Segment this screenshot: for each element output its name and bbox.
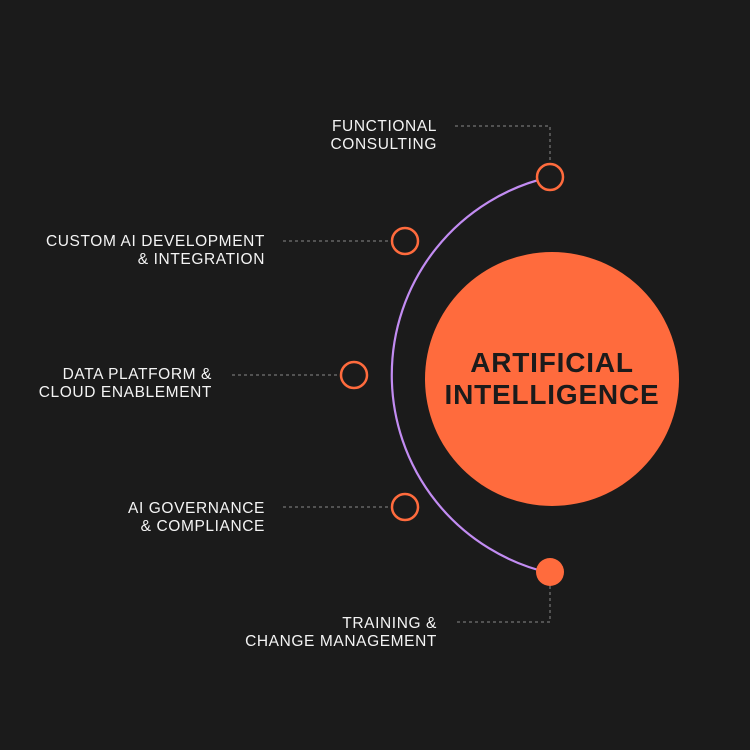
label-line: FUNCTIONAL: [331, 118, 437, 135]
node-training: [536, 558, 564, 586]
label-line: TRAINING &: [342, 615, 437, 632]
label-ai-governance: AI GOVERNANCE & COMPLIANCE: [128, 500, 265, 536]
connector-functional-consulting: [455, 125, 551, 163]
label-line: DATA PLATFORM &: [62, 366, 212, 383]
center-title-line1: ARTIFICIAL: [470, 347, 634, 378]
center-title-line2: INTELLIGENCE: [444, 379, 660, 410]
node-custom-ai: [390, 226, 420, 256]
node-functional-consulting: [535, 162, 565, 192]
node-ai-governance: [390, 492, 420, 522]
label-line: CUSTOM AI DEVELOPMENT: [45, 233, 265, 250]
connecting-arc: [390, 175, 551, 575]
label-line: & INTEGRATION: [137, 251, 265, 268]
label-line: AI GOVERNANCE: [128, 500, 265, 517]
label-training-change-management: TRAINING & CHANGE MANAGEMENT: [245, 615, 437, 651]
label-line: CONSULTING: [330, 136, 437, 153]
connector-training: [455, 586, 551, 623]
label-custom-ai-development: CUSTOM AI DEVELOPMENT & INTEGRATION: [46, 233, 265, 269]
node-data-platform: [339, 360, 369, 390]
label-data-platform: DATA PLATFORM & CLOUD ENABLEMENT: [39, 366, 212, 402]
center-circle: [425, 252, 679, 506]
label-functional-consulting: FUNCTIONAL CONSULTING: [331, 118, 437, 154]
label-line: CLOUD ENABLEMENT: [38, 384, 212, 401]
center-title: ARTIFICIAL INTELLIGENCE: [425, 252, 679, 506]
label-line: & COMPLIANCE: [140, 518, 265, 535]
label-line: CHANGE MANAGEMENT: [245, 633, 437, 650]
